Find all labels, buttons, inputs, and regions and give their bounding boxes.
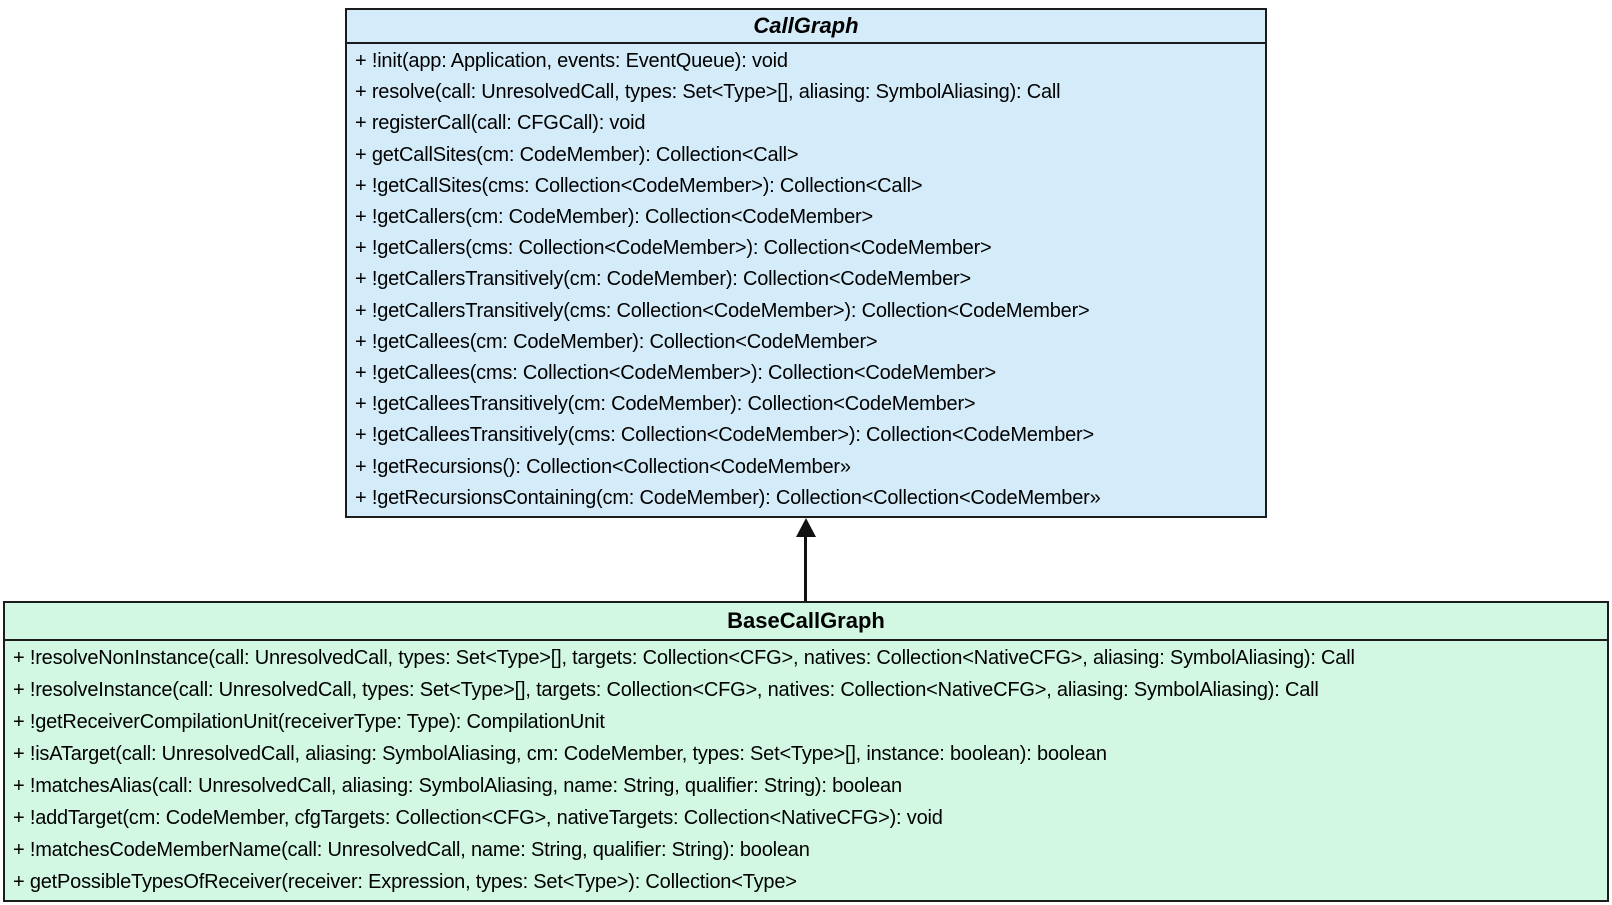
method-row: + !isATarget(call: UnresolvedCall, alias… [5,743,1607,766]
method-signature: + registerCall(call: CFGCall): void [355,112,646,135]
method-signature: + !getCallers(cms: Collection<CodeMember… [355,237,992,260]
method-signature: + !getRecursionsContaining(cm: CodeMembe… [355,486,1101,509]
method-signature: + !matchesAlias(call: UnresolvedCall, al… [13,774,902,797]
class-basecallgraph-methods: + !resolveNonInstance(call: UnresolvedCa… [5,641,1607,900]
method-row: + !getCallSites(cms: Collection<CodeMemb… [347,175,1265,198]
class-basecallgraph-title: BaseCallGraph [5,603,1607,641]
class-callgraph-title: CallGraph [347,10,1265,44]
method-signature: + !getCallees(cm: CodeMember): Collectio… [355,330,878,353]
method-row: + !getCallersTransitively(cms: Collectio… [347,300,1265,323]
method-signature: + !getCallees(cms: Collection<CodeMember… [355,361,996,384]
method-row: + !addTarget(cm: CodeMember, cfgTargets:… [5,807,1607,830]
method-row: + !getReceiverCompilationUnit(receiverTy… [5,711,1607,734]
method-signature: + getCallSites(cm: CodeMember): Collecti… [355,143,799,166]
method-row: + !getCallees(cm: CodeMember): Collectio… [347,331,1265,354]
method-row: + getCallSites(cm: CodeMember): Collecti… [347,144,1265,167]
method-row: + !matchesCodeMemberName(call: Unresolve… [5,839,1607,862]
method-signature: + resolve(call: UnresolvedCall, types: S… [355,81,1061,104]
method-row: + !getCallers(cms: Collection<CodeMember… [347,237,1265,260]
method-signature: + !addTarget(cm: CodeMember, cfgTargets:… [13,806,943,829]
method-signature: + !getCallersTransitively(cms: Collectio… [355,299,1090,322]
method-row: + !resolveInstance(call: UnresolvedCall,… [5,679,1607,702]
method-signature: + !isATarget(call: UnresolvedCall, alias… [13,743,1107,766]
method-row: + !getRecursions(): Collection<Collectio… [347,456,1265,479]
method-row: + getPossibleTypesOfReceiver(receiver: E… [5,871,1607,894]
method-signature: + !getReceiverCompilationUnit(receiverTy… [13,711,605,734]
inheritance-arrowhead-icon [796,518,816,537]
method-row: + !getRecursionsContaining(cm: CodeMembe… [347,487,1265,510]
method-row: + !getCalleesTransitively(cm: CodeMember… [347,393,1265,416]
method-row: + !getCallers(cm: CodeMember): Collectio… [347,206,1265,229]
method-signature: + !getCallersTransitively(cm: CodeMember… [355,268,971,291]
method-signature: + !getCalleesTransitively(cm: CodeMember… [355,393,976,416]
method-signature: + !matchesCodeMemberName(call: Unresolve… [13,838,810,861]
method-signature: + !getCalleesTransitively(cms: Collectio… [355,424,1094,447]
method-row: + resolve(call: UnresolvedCall, types: S… [347,81,1265,104]
inheritance-line [804,536,807,601]
method-signature: + !getCallers(cm: CodeMember): Collectio… [355,206,873,229]
method-signature: + !getRecursions(): Collection<Collectio… [355,455,851,478]
method-row: + !getCallersTransitively(cm: CodeMember… [347,268,1265,291]
class-callgraph-methods: + !init(app: Application, events: EventQ… [347,44,1265,516]
method-signature: + getPossibleTypesOfReceiver(receiver: E… [13,870,797,893]
method-signature: + !getCallSites(cms: Collection<CodeMemb… [355,174,923,197]
method-signature: + !init(app: Application, events: EventQ… [355,50,788,73]
class-basecallgraph: BaseCallGraph + !resolveNonInstance(call… [3,601,1609,902]
method-row: + !getCalleesTransitively(cms: Collectio… [347,424,1265,447]
method-signature: + !resolveInstance(call: UnresolvedCall,… [13,679,1319,702]
method-signature: + !resolveNonInstance(call: UnresolvedCa… [13,647,1355,670]
method-row: + !getCallees(cms: Collection<CodeMember… [347,362,1265,385]
method-row: + !init(app: Application, events: EventQ… [347,50,1265,73]
method-row: + registerCall(call: CFGCall): void [347,112,1265,135]
method-row: + !matchesAlias(call: UnresolvedCall, al… [5,775,1607,798]
method-row: + !resolveNonInstance(call: UnresolvedCa… [5,647,1607,670]
class-callgraph: CallGraph + !init(app: Application, even… [345,8,1267,518]
